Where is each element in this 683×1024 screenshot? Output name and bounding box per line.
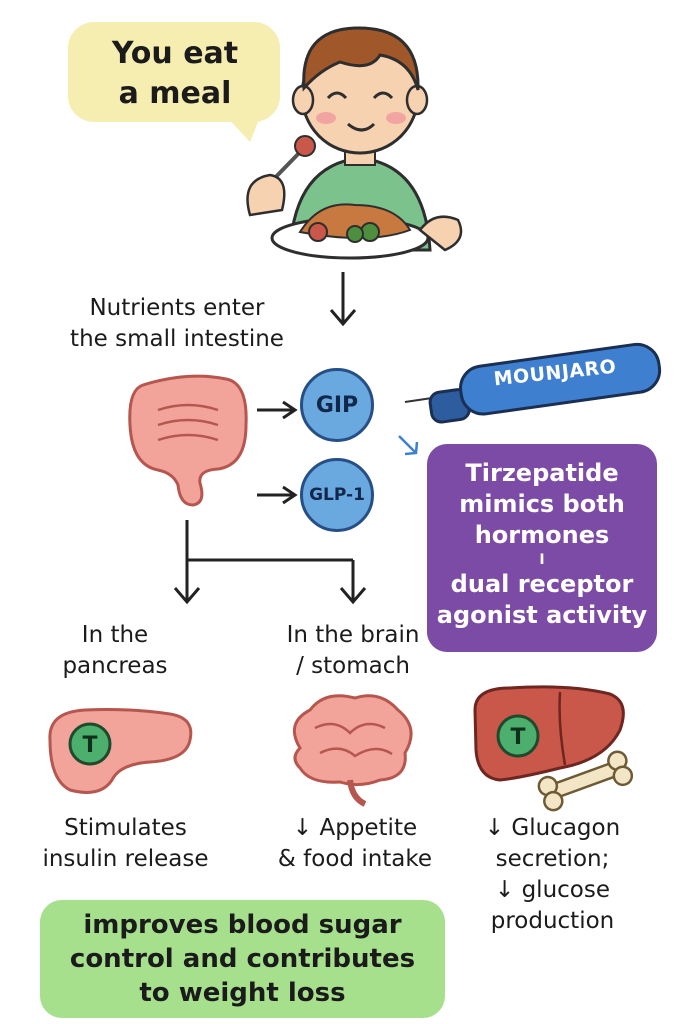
drug-box-line-4: dual receptor xyxy=(450,570,634,598)
pancreas-label: In the pancreas xyxy=(30,620,200,682)
arrow-pen-to-box xyxy=(398,435,419,456)
speech-line-2: a meal xyxy=(118,76,232,111)
liver-effect-line-1: ↓ Glucagon xyxy=(484,815,621,841)
boy-eating-illustration xyxy=(246,26,463,260)
drug-box-line-5: agonist activity xyxy=(436,601,648,629)
summary-line-2: control and contributes xyxy=(69,944,416,974)
branch-connector xyxy=(173,520,367,605)
liver-badge: T xyxy=(510,725,525,750)
brain-label-line-2: / stomach xyxy=(296,653,410,679)
drug-box-line-3: hormones xyxy=(474,521,610,549)
liver-icon: T xyxy=(473,685,625,782)
intestine-label: Nutrients enter the small intestine xyxy=(52,293,302,355)
pancreas-badge: T xyxy=(82,733,97,758)
brain-effect: ↓ Appetite & food intake xyxy=(255,813,455,875)
pancreas-label-line-1: In the xyxy=(81,622,149,648)
summary-line-3: to weight loss xyxy=(139,978,346,1008)
tirzepatide-info-box: Tirzepatide mimics both hormones I dual … xyxy=(427,444,657,652)
pancreas-effect: Stimulates insulin release xyxy=(18,813,233,875)
pancreas-icon: T xyxy=(48,708,193,794)
brain-icon xyxy=(292,694,413,807)
intestine-icon xyxy=(128,374,248,507)
drug-box-separator: I xyxy=(539,552,545,568)
gip-hormone-circle: GIP xyxy=(300,368,374,442)
speech-line-1: You eat xyxy=(111,36,239,71)
summary-box: improves blood sugar control and contrib… xyxy=(40,900,445,1018)
liver-effect-line-4: production xyxy=(490,908,615,934)
intestine-label-line-1: Nutrients enter xyxy=(89,295,265,321)
speech-bubble-text: You eat a meal xyxy=(80,34,270,114)
glp1-hormone-circle: GLP-1 xyxy=(300,458,374,532)
speech-bubble xyxy=(68,22,280,122)
mounjaro-pen-icon xyxy=(404,342,662,424)
intestine-label-line-2: the small intestine xyxy=(70,326,284,352)
glp1-label: GLP-1 xyxy=(309,485,365,505)
pancreas-effect-line-1: Stimulates xyxy=(64,815,187,841)
brain-label-line-1: In the brain xyxy=(286,622,420,648)
brain-effect-line-2: & food intake xyxy=(277,846,433,872)
gip-label: GIP xyxy=(315,392,359,418)
brain-effect-line-1: ↓ Appetite xyxy=(292,815,418,841)
drug-box-line-1: Tirzepatide xyxy=(465,459,619,487)
pancreas-label-line-2: pancreas xyxy=(62,653,168,679)
liver-effect: ↓ Glucagon secretion; ↓ glucose producti… xyxy=(460,813,645,937)
liver-effect-line-3: ↓ glucose xyxy=(495,877,610,903)
summary-line-1: improves blood sugar xyxy=(83,910,402,940)
arrow-meal-to-intestine xyxy=(329,272,357,327)
pancreas-effect-line-2: insulin release xyxy=(42,846,209,872)
liver-effect-line-2: secretion; xyxy=(495,846,610,872)
drug-box-line-2: mimics both xyxy=(459,490,625,518)
brain-label: In the brain / stomach xyxy=(268,620,438,682)
arrow-to-glp1 xyxy=(257,485,298,505)
arrow-to-gip xyxy=(257,400,298,420)
bone-icon xyxy=(537,750,634,812)
